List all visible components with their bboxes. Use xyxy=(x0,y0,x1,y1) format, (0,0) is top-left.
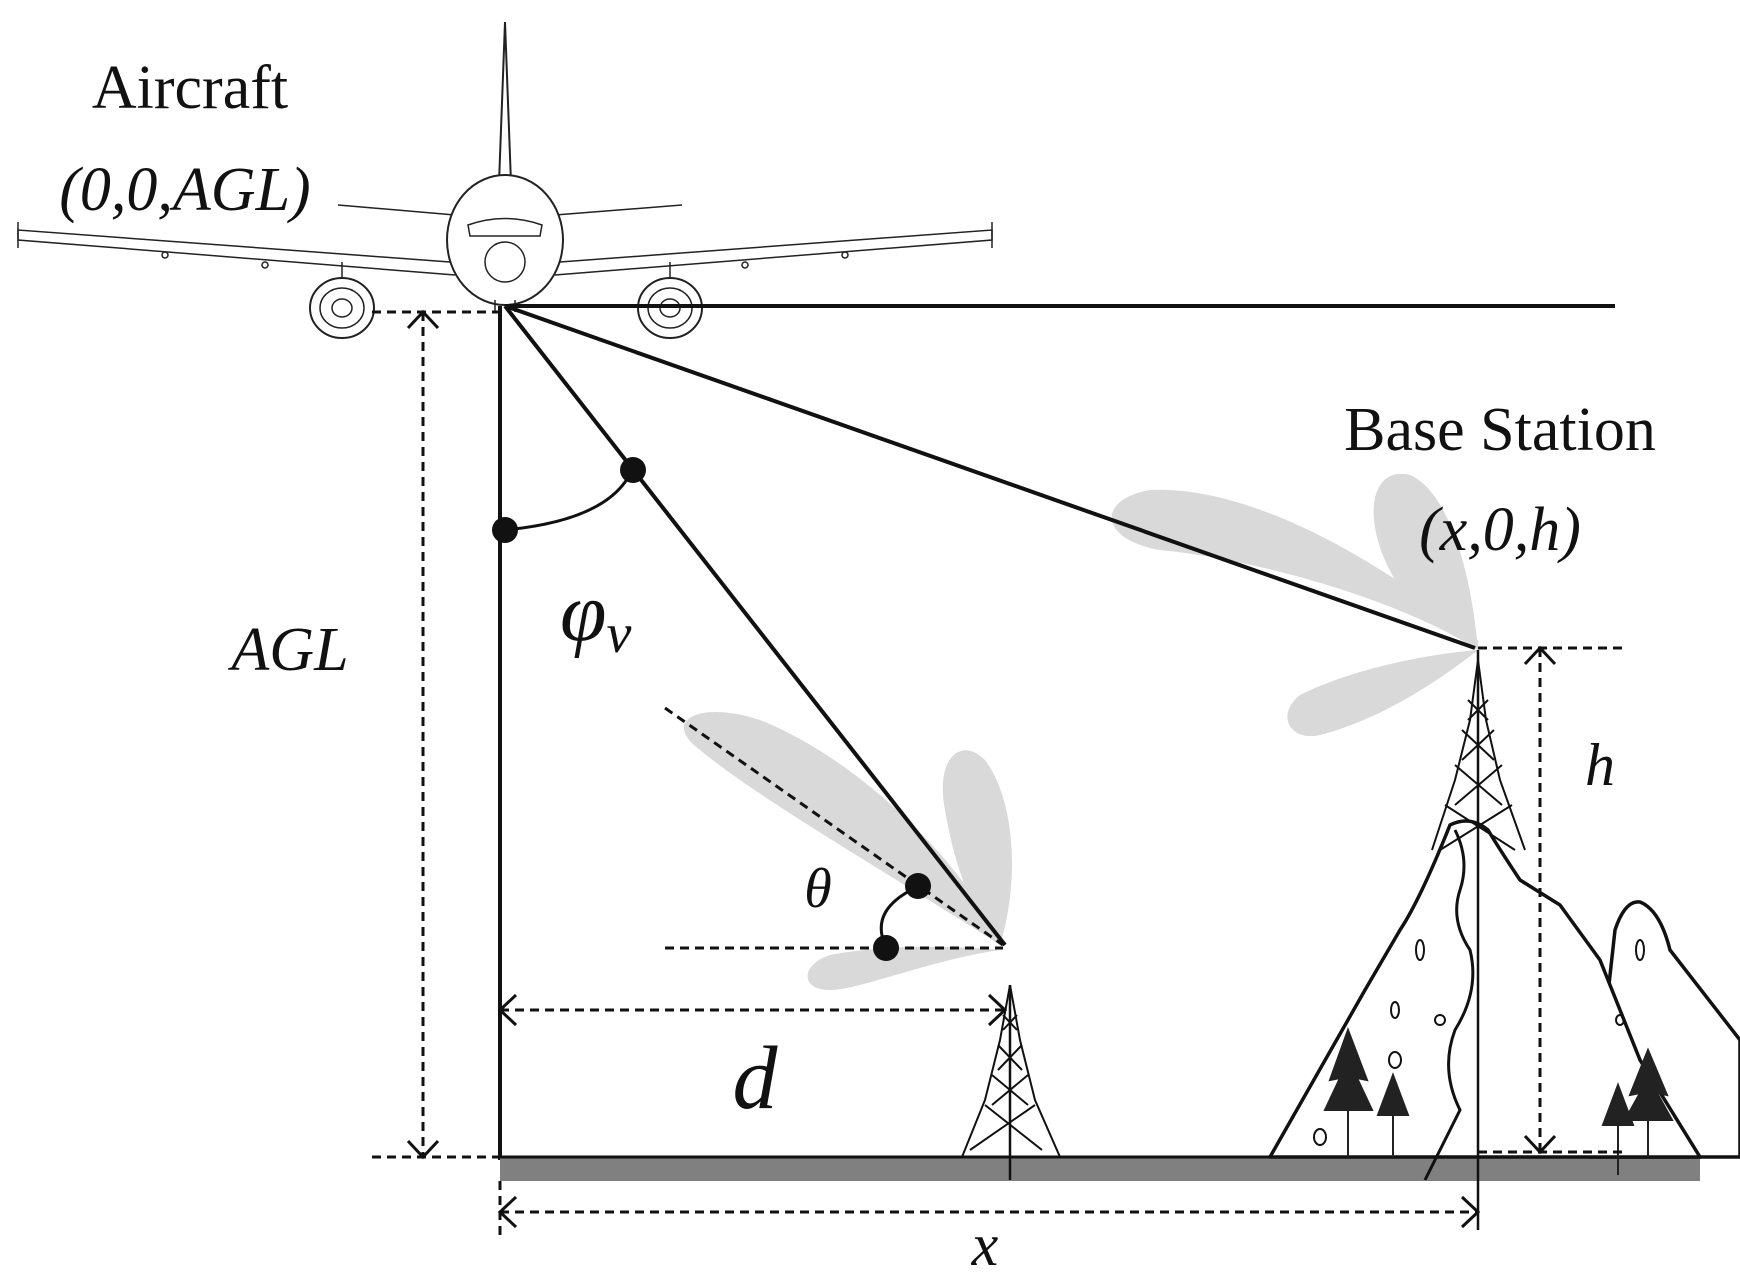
theta-label: θ xyxy=(804,858,832,920)
aircraft-coords: (0,0,AGL) xyxy=(59,156,310,224)
d-label: d xyxy=(733,1029,779,1128)
mountains-icon xyxy=(1268,819,1740,1181)
theta-angle-arc xyxy=(873,873,931,961)
base-station-title: Base Station xyxy=(1344,396,1656,464)
geometry-lines xyxy=(498,304,1615,1160)
agl-label: AGL xyxy=(227,616,348,684)
aircraft-title: Aircraft xyxy=(92,54,288,122)
base-station-beam-lobe xyxy=(1111,473,1478,737)
x-label: x xyxy=(971,1212,999,1277)
ground-station-tower-icon xyxy=(961,984,1061,1180)
dimension-lines xyxy=(372,309,1625,1240)
slant-line-to-ground-station xyxy=(503,304,1007,947)
phi-angle-arc xyxy=(492,457,646,543)
h-label: h xyxy=(1585,732,1615,798)
base-station-tower-icon xyxy=(1431,650,1526,1230)
slant-line-to-base-station xyxy=(504,304,1476,650)
phi-label: φv xyxy=(560,566,631,665)
base-station-coords: (x,0,h) xyxy=(1419,496,1581,564)
ground-strip xyxy=(500,1157,1700,1181)
trees-icon xyxy=(1323,1027,1674,1175)
